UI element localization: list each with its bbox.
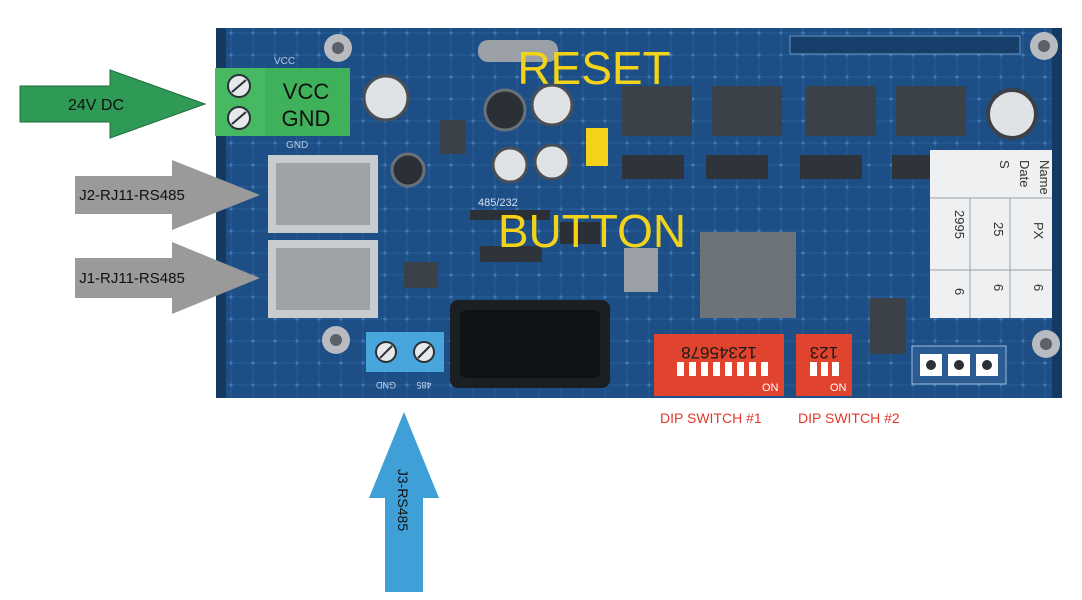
reset-push-button	[586, 128, 608, 166]
sticker-bottom-1: 6	[952, 288, 967, 295]
sticker-bottom-2: 6	[991, 284, 1006, 291]
terminal-label-vcc: VCC	[283, 79, 330, 104]
capacitor	[483, 88, 527, 132]
capacitor	[390, 152, 426, 188]
ic-chip	[480, 246, 542, 262]
sticker-bottom-3: 6	[1031, 284, 1046, 291]
arrow-right-icon	[75, 242, 260, 314]
dip-switch-1: 12345678 ON	[654, 334, 784, 396]
capacitor	[533, 143, 571, 181]
capacitor	[362, 74, 410, 122]
ic-chips	[404, 86, 966, 354]
ic-chip	[706, 155, 768, 179]
ic-chip	[440, 120, 466, 154]
silk-gnd: GND	[286, 140, 308, 151]
selector-jumper	[470, 210, 550, 220]
ic-chip	[712, 86, 782, 136]
selector-label: 485/232	[478, 197, 518, 209]
arrow-j3: J3-RS485	[369, 412, 439, 592]
ic-chip	[622, 155, 684, 179]
dip1-numbers: 12345678	[681, 343, 757, 362]
callout-reset: RESET	[517, 42, 670, 94]
dip1-on-label: ON	[762, 382, 779, 394]
ic-chip	[806, 86, 876, 136]
header-strip	[789, 35, 1021, 55]
callout-dip-switch-2: DIP SWITCH #2	[798, 410, 900, 426]
dip2-on-label: ON	[830, 382, 847, 394]
pcb-edge-left	[216, 28, 226, 398]
mcu-chip	[700, 232, 796, 318]
callout-dip-switch-1: DIP SWITCH #1	[660, 410, 762, 426]
silk-485-j3: 485	[416, 380, 431, 390]
sticker-header-name: Name	[1037, 160, 1052, 195]
sticker-body	[930, 150, 1052, 318]
arrow-right-icon	[19, 69, 207, 139]
sticker-header-s: S	[997, 160, 1012, 169]
silk-gnd-j3: GND	[376, 380, 397, 390]
arrow-label-24v: 24V DC	[68, 97, 124, 114]
arrow-j2: J2-RJ11-RS485	[75, 160, 260, 230]
sticker-value-1: 2995	[952, 210, 967, 239]
three-pin-header	[911, 345, 1007, 385]
dip-switch-2: 123 ON	[796, 334, 852, 396]
ic-chip	[800, 155, 862, 179]
terminal-label-gnd: GND	[282, 106, 331, 131]
arrow-label-j1: J1-RJ11-RS485	[79, 270, 185, 287]
capacitor	[530, 83, 574, 127]
dip1-toggles	[677, 362, 768, 376]
j3-terminal-block: GND 485	[366, 332, 444, 390]
arrow-label-j2: J2-RJ11-RS485	[79, 187, 185, 204]
jumper-header	[560, 222, 600, 244]
ic-chip	[896, 86, 966, 136]
ic-chip	[870, 298, 906, 354]
sticker-value-3: PX	[1031, 222, 1046, 240]
sticker-value-2: 25	[991, 222, 1006, 236]
sticker-header-date: Date	[1017, 160, 1032, 187]
ic-chip	[404, 262, 438, 288]
callout-button: BUTTON	[498, 205, 686, 257]
capacitor	[986, 88, 1038, 140]
db-connector-inner	[460, 310, 600, 378]
serial-sticker: Name Date S 2995 25 PX 6 6 6	[930, 150, 1052, 318]
pcb-edge-right	[1052, 28, 1062, 398]
dip2-numbers: 123	[810, 343, 838, 362]
arrow-label-j3: J3-RS485	[395, 469, 411, 531]
arrow-right-icon	[75, 160, 260, 230]
arrow-up-icon	[369, 412, 439, 592]
arrow-j1: J1-RJ11-RS485	[75, 242, 260, 314]
capacitors	[362, 74, 1038, 188]
power-terminal-block: VCC GND	[215, 68, 350, 136]
ic-chip	[622, 86, 692, 136]
capacitor	[491, 146, 529, 184]
crystal-component	[478, 40, 558, 62]
crystal-component	[624, 248, 658, 292]
silk-vcc: VCC	[274, 56, 295, 67]
arrow-24v-dc: 24V DC	[19, 69, 207, 139]
rj11-connectors	[268, 155, 378, 318]
